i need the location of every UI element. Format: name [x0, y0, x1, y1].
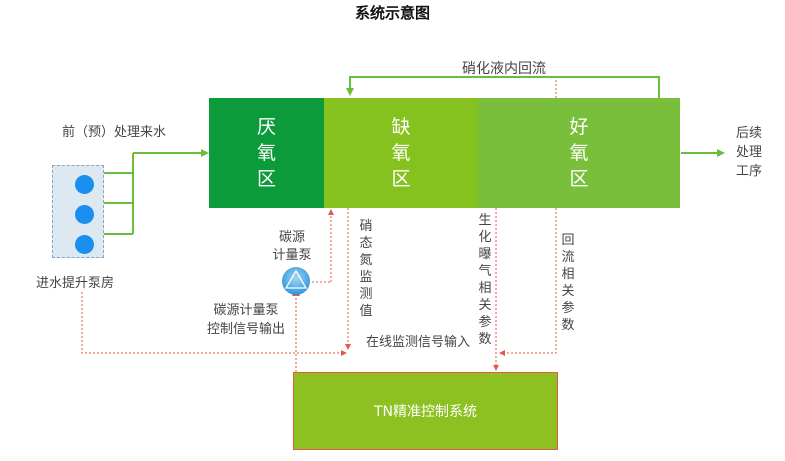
carbon-pump-signal-label: 碳源计量泵 控制信号输出 [206, 303, 285, 337]
diagram-title: 系统示意图 [354, 4, 430, 22]
reflux-param-label: 回流相关参数 [561, 233, 575, 333]
reflux-signal-line [499, 80, 557, 356]
pump-house [52, 165, 104, 258]
pump-2-icon [75, 205, 94, 224]
anaerobic-zone-label: 厌 [256, 116, 276, 138]
aerobic-zone: 好 氧 区 [478, 98, 680, 208]
nitrate-monitor-label: 硝态氮监测值 [359, 219, 373, 319]
aerobic-zone-label: 好 [569, 116, 589, 138]
pump-house-label: 进水提升泵房 [36, 276, 115, 291]
internal-reflux-line [346, 76, 660, 98]
internal-reflux-label: 硝化液内回流 [462, 61, 546, 77]
tn-control-system: TN精准控制系统 [293, 372, 558, 450]
pump-3-icon [75, 235, 94, 254]
carbon-pump-label: 碳源 计量泵 [272, 230, 312, 263]
pump-1-icon [75, 175, 94, 194]
anoxic-zone-label: 缺 [391, 116, 411, 138]
tn-control-system-label: TN精准控制系统 [373, 404, 478, 420]
outflow-label: 后续 处理 工序 [735, 126, 762, 179]
pump-house-signal-line [81, 292, 347, 356]
anoxic-zone: 缺 氧 区 [324, 98, 478, 208]
inflow-label: 前（预）处理来水 [62, 125, 167, 140]
anaerobic-zone: 厌 氧 区 [209, 98, 324, 208]
carbon-pump-icon [281, 266, 311, 296]
aeration-param-label: 生化曝气相关参数 [478, 213, 492, 347]
online-signal-label: 在线监测信号输入 [366, 335, 471, 350]
